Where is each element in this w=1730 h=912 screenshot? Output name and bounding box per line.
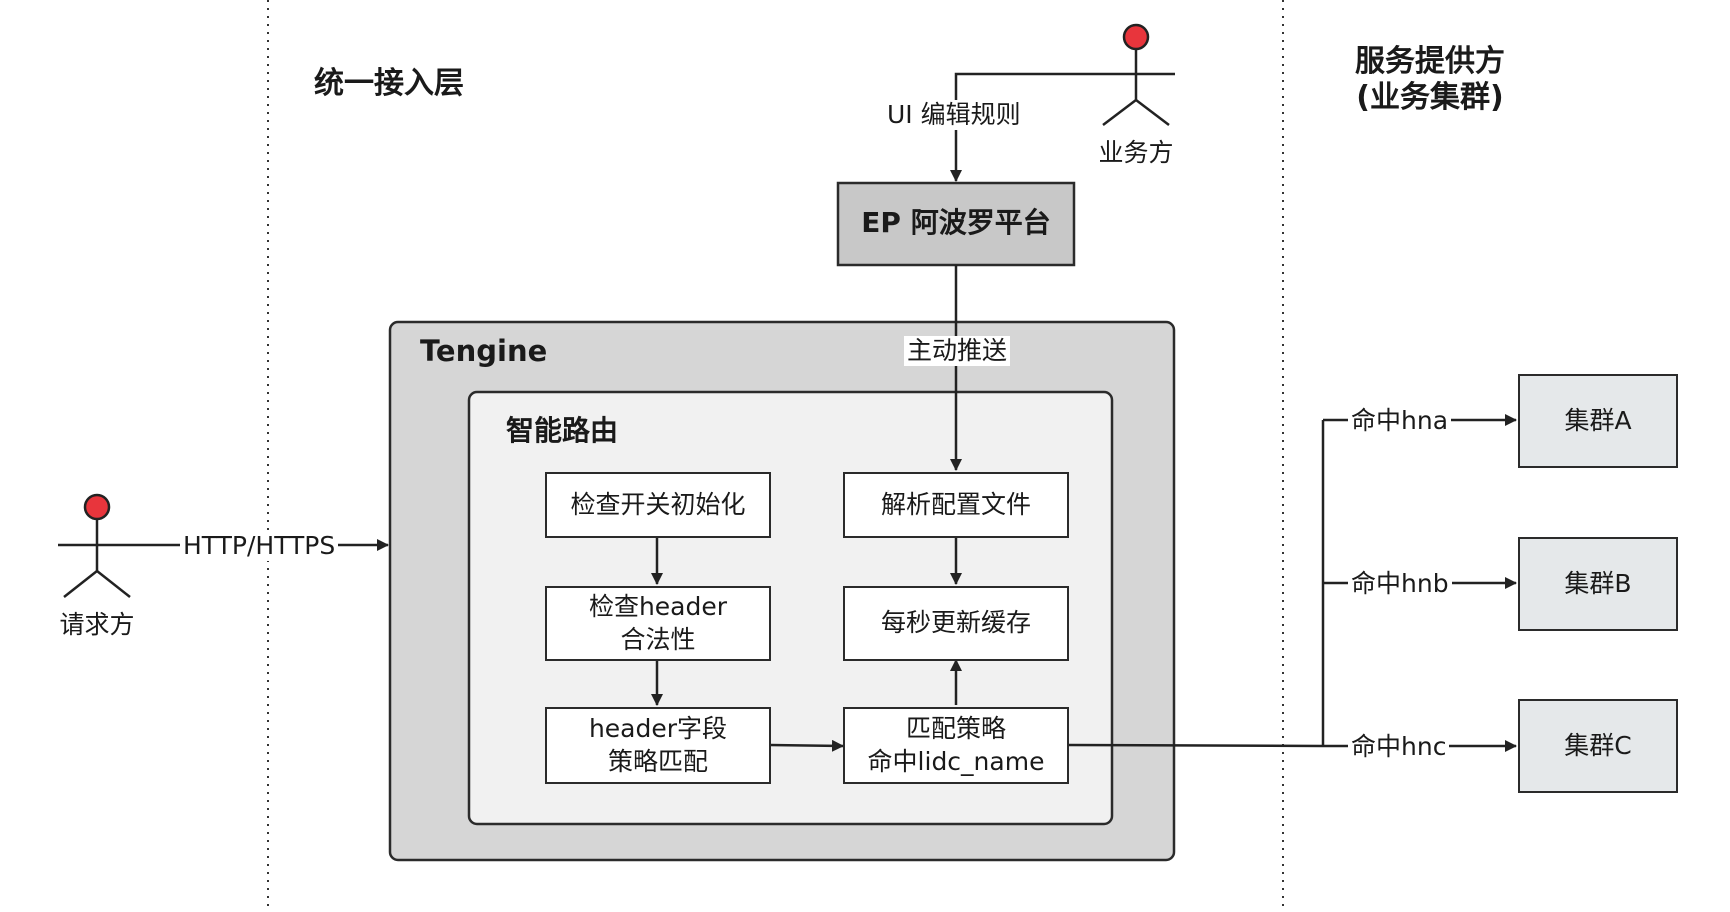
ep-platform-label: EP 阿波罗平台 — [861, 206, 1051, 239]
match-policy-step: 匹配策略 命中lidc_name — [843, 707, 1069, 784]
check-header-step: 检查header 合法性 — [545, 586, 771, 661]
ep-platform-box — [836, 181, 1076, 267]
hit-hnc-label: 命中hnc — [1348, 732, 1450, 762]
refresh-cache-step: 每秒更新缓存 — [843, 586, 1069, 661]
business-actor-icon — [1097, 23, 1175, 126]
ui-edit-edge-label: UI 编辑规则 — [884, 100, 1024, 130]
match-to-policy-edge — [769, 739, 844, 752]
match-policy-text: 匹配策略 命中lidc_name — [867, 714, 1045, 776]
refresh-cache-text: 每秒更新缓存 — [880, 608, 1031, 638]
tengine-title: Tengine — [420, 334, 548, 368]
check-switch-step: 检查开关初始化 — [545, 472, 771, 538]
requester-actor-icon — [58, 493, 136, 598]
parse-config-step: 解析配置文件 — [843, 472, 1069, 538]
check-switch-text: 检查开关初始化 — [570, 489, 746, 519]
cluster-b-box: 集群B — [1518, 537, 1678, 631]
provider-title-line2: (业务集群) — [1356, 80, 1504, 115]
hit-hna-label: 命中hna — [1348, 406, 1452, 436]
policy-to-bus-edge — [1067, 743, 1324, 748]
http-edge-label: HTTP/HTTPS — [180, 531, 339, 561]
ui-edit-edge-line — [950, 72, 1097, 182]
cluster-c-box: 集群C — [1518, 699, 1678, 793]
requester-label: 请求方 — [59, 610, 135, 639]
push-edge-label: 主动推送 — [904, 336, 1011, 366]
cluster-a-box: 集群A — [1518, 374, 1678, 468]
check-header-text: 检查header 合法性 — [588, 592, 728, 654]
cluster-b-label: 集群B — [1564, 568, 1632, 598]
provider-title-line1: 服务提供方 — [1355, 44, 1505, 79]
provider-layer-title: 服务提供方 (业务集群) — [1340, 44, 1520, 116]
smart-routing-title: 智能路由 — [506, 414, 619, 447]
hit-hnb-label: 命中hnb — [1348, 569, 1452, 599]
header-match-text: header字段 策略匹配 — [588, 714, 728, 776]
cluster-a-label: 集群A — [1564, 405, 1632, 435]
header-match-step: header字段 策略匹配 — [545, 707, 771, 784]
parse-config-text: 解析配置文件 — [880, 489, 1031, 519]
cluster-c-label: 集群C — [1564, 730, 1632, 760]
business-label: 业务方 — [1098, 138, 1174, 167]
access-layer-title: 统一接入层 — [314, 66, 464, 101]
